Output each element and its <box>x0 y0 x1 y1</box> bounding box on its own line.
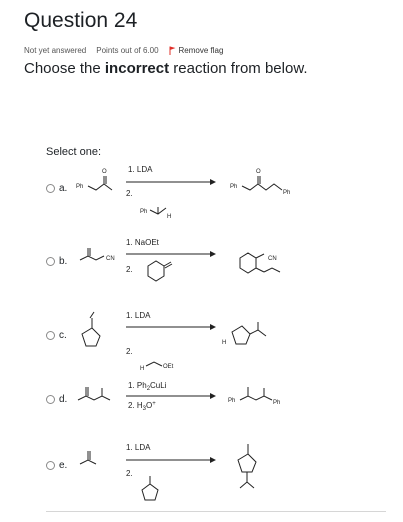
option-e[interactable]: e. <box>46 460 67 471</box>
prompt-emphasis: incorrect <box>104 60 170 77</box>
question-meta: Not yet answered Points out of 6.00 Remo… <box>24 46 223 55</box>
option-letter-b: b. <box>59 256 68 267</box>
reaction-c: 1. LDA 2. H OEt H <box>70 302 390 372</box>
radio-b[interactable] <box>46 257 55 266</box>
reagent-c-2: 2. <box>126 347 133 356</box>
remove-flag-link[interactable]: Remove flag <box>169 46 224 55</box>
reagent-d-1: 1. Ph2CuLi <box>128 381 167 392</box>
reaction-b: CN 1. NaOEt 2. CN <box>70 232 390 290</box>
svg-text:H: H <box>140 366 144 372</box>
radio-c[interactable] <box>46 331 55 340</box>
svg-text:Ph: Ph <box>76 184 83 190</box>
option-letter-a: a. <box>59 183 68 194</box>
svg-text:CN: CN <box>268 256 277 262</box>
svg-text:Ph: Ph <box>140 209 147 215</box>
option-c[interactable]: c. <box>46 330 67 341</box>
option-a[interactable]: a. <box>46 183 67 194</box>
radio-e[interactable] <box>46 461 55 470</box>
reagent-a-2: 2. <box>126 189 133 198</box>
option-letter-d: d. <box>59 394 68 405</box>
svg-text:H: H <box>222 340 226 346</box>
reaction-e-scheme: 1. LDA 2. <box>79 443 257 501</box>
svg-text:O: O <box>256 169 261 175</box>
reagent-c-1: 1. LDA <box>126 311 151 320</box>
reagent-b-1: 1. NaOEt <box>126 238 160 247</box>
svg-text:OEt: OEt <box>163 364 174 370</box>
svg-text:Ph: Ph <box>228 398 235 404</box>
option-d[interactable]: d. <box>46 394 67 405</box>
reaction-b-scheme: CN 1. NaOEt 2. CN <box>79 238 281 282</box>
reaction-d-scheme: 1. Ph2CuLi 2. H3O+ Ph Ph <box>77 381 280 412</box>
svg-text:CN: CN <box>106 256 115 262</box>
flag-icon <box>169 46 176 55</box>
divider <box>46 511 386 512</box>
question-prompt: Choose the incorrect reaction from below… <box>24 60 308 77</box>
svg-text:O: O <box>102 169 107 175</box>
select-one-label: Select one: <box>46 146 102 158</box>
answer-status: Not yet answered <box>24 46 87 55</box>
radio-d[interactable] <box>46 395 55 404</box>
reagent-b-2: 2. <box>126 265 133 274</box>
option-letter-e: e. <box>59 460 68 471</box>
reaction-e: 1. LDA 2. <box>70 432 390 510</box>
svg-text:Ph: Ph <box>283 190 290 196</box>
reaction-d: 1. Ph2CuLi 2. H3O+ Ph Ph <box>70 372 390 422</box>
reagent-a-1: 1. LDA <box>128 165 153 174</box>
svg-text:Ph: Ph <box>273 400 280 406</box>
points-info: Points out of 6.00 <box>96 46 159 55</box>
reagent-d-2: 2. H3O+ <box>128 401 156 412</box>
option-letter-c: c. <box>59 330 67 341</box>
svg-text:Ph: Ph <box>230 184 237 190</box>
reaction-a-scheme: Ph O 1. LDA 2. Ph H Ph O Ph <box>76 165 290 220</box>
remove-flag-label: Remove flag <box>178 46 224 55</box>
reagent-e-1: 1. LDA <box>126 443 151 452</box>
radio-a[interactable] <box>46 184 55 193</box>
reaction-a: Ph O 1. LDA 2. Ph H Ph O Ph <box>70 160 390 222</box>
option-b[interactable]: b. <box>46 256 67 267</box>
svg-text:H: H <box>167 214 171 220</box>
reagent-e-2: 2. <box>126 469 133 478</box>
reaction-c-scheme: 1. LDA 2. H OEt H <box>81 311 267 372</box>
question-title: Question 24 <box>24 9 138 32</box>
